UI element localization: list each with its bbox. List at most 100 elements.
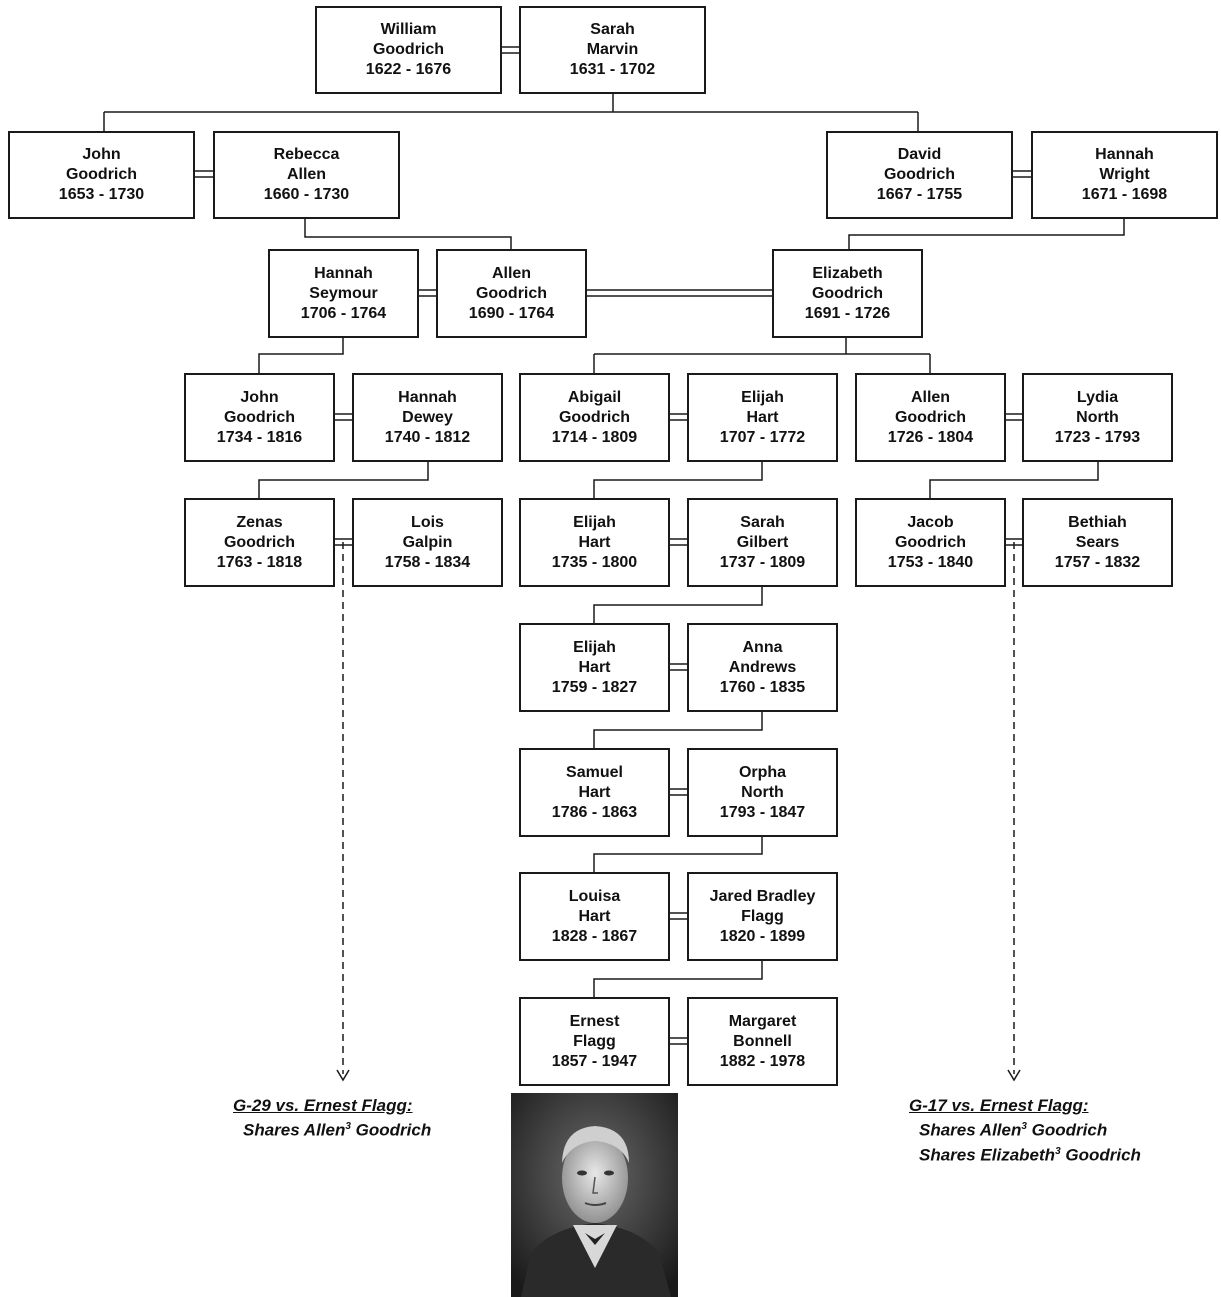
person-dates: 1690 - 1764 (468, 304, 555, 322)
person-last: North (741, 783, 784, 801)
person-last: Andrews (728, 658, 797, 676)
person-dates: 1740 - 1812 (384, 428, 471, 446)
person-first: Ernest (569, 1012, 620, 1030)
person-dates: 1723 - 1793 (1054, 428, 1141, 446)
note-g29: G-29 vs. Ernest Flagg: Shares Allen3 Goo… (233, 1095, 431, 1141)
person-dates: 1735 - 1800 (551, 553, 638, 571)
person-dates: 1820 - 1899 (719, 927, 806, 945)
person-last: Hart (578, 783, 611, 801)
person-last: Gilbert (736, 533, 789, 551)
person-dates: 1653 - 1730 (58, 186, 145, 203)
person-dates: 1660 - 1730 (263, 186, 350, 203)
person-first: Jared Bradley (709, 887, 816, 905)
person-dates: 1760 - 1835 (719, 678, 806, 696)
person-dates: 1737 - 1809 (719, 553, 806, 571)
person-last: Allen (286, 166, 327, 183)
person-first: Sarah (590, 21, 635, 38)
person-first: Bethiah (1068, 513, 1127, 531)
person-first: Zenas (236, 513, 283, 531)
person-first: Samuel (566, 763, 623, 781)
person-first: Elijah (573, 513, 616, 531)
person-first: Abigail (567, 388, 622, 406)
person-first: Margaret (728, 1012, 797, 1030)
person-first: Elijah (573, 638, 616, 656)
person-last: Goodrich (475, 284, 548, 302)
person-dates: 1828 - 1867 (551, 927, 638, 945)
person-first: William (380, 21, 437, 38)
person-dates: 1691 - 1726 (804, 304, 891, 322)
person-last: Bonnell (733, 1032, 792, 1050)
person-last: Seymour (309, 284, 378, 302)
person-first: Orpha (738, 763, 787, 781)
person-last: Hart (578, 907, 611, 925)
person-first: Elijah (741, 388, 784, 406)
person-dates: 1714 - 1809 (551, 428, 638, 446)
ernest-flagg-portrait (511, 1093, 678, 1297)
person-first: Louisa (568, 887, 621, 905)
person-first: Allen (910, 388, 951, 406)
person-first: John (82, 146, 121, 163)
person-last: Goodrich (65, 166, 138, 183)
person-dates: 1753 - 1840 (887, 553, 974, 571)
person-last: Flagg (741, 907, 784, 925)
person-dates: 1758 - 1834 (384, 553, 471, 571)
person-last: Goodrich (811, 284, 884, 302)
person-dates: 1757 - 1832 (1054, 553, 1141, 571)
person-first: Sarah (740, 513, 785, 531)
person-dates: 1622 - 1676 (365, 61, 452, 78)
person-dates: 1734 - 1816 (216, 428, 303, 446)
person-last: Goodrich (372, 41, 445, 58)
person-first: Elizabeth (812, 264, 883, 282)
person-dates: 1759 - 1827 (551, 678, 638, 696)
person-first: Hannah (1095, 146, 1154, 163)
person-first: John (240, 388, 279, 406)
person-last: Goodrich (223, 408, 296, 426)
person-first: Hannah (398, 388, 457, 406)
person-last: Sears (1075, 533, 1120, 551)
person-dates: 1631 - 1702 (569, 61, 656, 78)
person-dates: 1882 - 1978 (719, 1052, 806, 1070)
person-dates: 1707 - 1772 (719, 428, 806, 446)
person-last: Hart (578, 533, 611, 551)
note-heading: G-29 vs. Ernest Flagg: (233, 1096, 413, 1115)
person-first: Hannah (314, 264, 373, 282)
person-last: Dewey (402, 408, 453, 426)
person-last: Goodrich (894, 408, 967, 426)
person-last: Goodrich (883, 166, 956, 183)
person-last: Hart (578, 658, 611, 676)
person-dates: 1706 - 1764 (300, 304, 387, 322)
person-last: North (1076, 408, 1119, 426)
person-first: Lydia (1076, 388, 1119, 406)
person-dates: 1726 - 1804 (887, 428, 974, 446)
note-g17: G-17 vs. Ernest Flagg: Shares Allen3 Goo… (909, 1095, 1141, 1165)
note-line: Shares Elizabeth3 Goodrich (919, 1145, 1141, 1165)
note-heading: G-17 vs. Ernest Flagg: (909, 1096, 1089, 1115)
person-first: David (897, 146, 942, 163)
person-last: Goodrich (558, 408, 631, 426)
person-first: Jacob (907, 513, 954, 531)
person-first: Lois (411, 513, 444, 531)
